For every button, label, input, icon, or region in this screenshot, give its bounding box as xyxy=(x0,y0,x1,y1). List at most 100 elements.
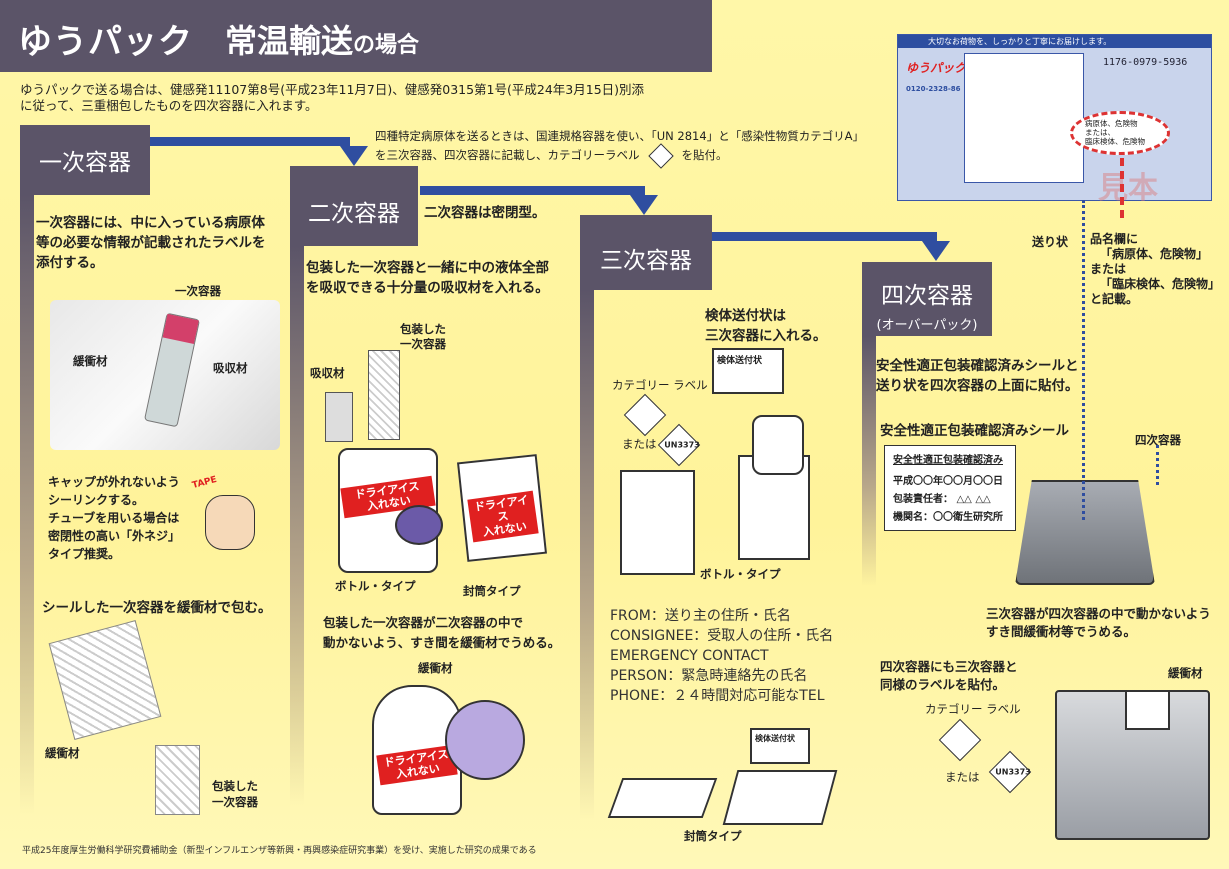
label-line: 包装した xyxy=(400,322,446,336)
instruction-line: 品名欄に xyxy=(1090,232,1139,246)
inner-box-icon xyxy=(1125,690,1170,730)
seal-date: 平成〇〇年〇〇月〇〇日 xyxy=(893,476,1003,487)
primary-desc: 一次容器には、中に入っている病原体 等の必要な情報が記載されたラベルを 添付する… xyxy=(36,213,266,273)
hand-icon xyxy=(205,495,255,550)
footer-credit: 平成25年度厚生労働科学研究費補助金（新型インフルエンザ等新興・再興感染症研究事… xyxy=(22,846,537,856)
label-or: または xyxy=(945,770,980,784)
section-stripe xyxy=(580,290,594,820)
tape-label: TAPE xyxy=(191,474,219,492)
contact-line: PHONE：２４時間対応可能なTEL xyxy=(610,688,825,704)
label-container: 一次容器 xyxy=(175,284,221,298)
label-cushion: 緩衝材 xyxy=(1168,666,1203,680)
section-stripe xyxy=(20,195,34,815)
waybill-image: 大切なお荷物を、しっかりと丁寧にお届けします。 ゆうパック 0120-2328-… xyxy=(897,34,1212,206)
label-line: 一次容器 xyxy=(400,337,446,351)
envelope-box-illustration xyxy=(722,770,838,825)
desc-line: を吸収できる十分量の吸収材を入れる。 xyxy=(306,280,549,296)
seal-person: 包装責任者： △△ △△ xyxy=(893,494,991,505)
label-envelope-type: 封筒タイプ xyxy=(463,584,521,598)
contact-line: EMERGENCY CONTACT xyxy=(610,648,769,664)
title-sub: 常温輸送の場合 xyxy=(225,16,419,62)
instruction-line: と記載。 xyxy=(1090,292,1139,306)
category-label-icon xyxy=(647,142,674,169)
pointer-line xyxy=(1120,158,1124,218)
heading-sub: (オーバーパック) xyxy=(876,318,978,333)
form-label: 検体送付状 xyxy=(755,734,795,743)
note-line: 三次容器が四次容器の中で動かないよう xyxy=(986,606,1211,621)
label-bottle-type: ボトル・タイプ xyxy=(335,579,416,593)
desc-line: 等の必要な情報が記載されたラベルを xyxy=(36,235,266,251)
label-cushion: 緩衝材 xyxy=(45,746,80,760)
waybill-banner: 大切なお荷物を、しっかりと丁寧にお届けします。 xyxy=(898,35,1211,48)
arrow-head xyxy=(340,146,368,166)
label-category: カテゴリー ラベル xyxy=(612,378,708,392)
un3373-label: UN3373 xyxy=(657,423,701,467)
seal-note: シールした一次容器を緩衝材で包む。 xyxy=(42,600,272,616)
note-line: チューブを用いる場合は xyxy=(48,511,180,525)
specimen-form-icon: 検体送付状 xyxy=(750,728,810,764)
item-field-highlight: 病原体、危険物 または、 臨床検体、危険物 xyxy=(1070,111,1170,155)
note-line: タイプ推奨。 xyxy=(48,547,121,561)
label-line: 包装した xyxy=(212,779,258,793)
label-bottle-type: ボトル・タイプ xyxy=(700,567,781,581)
label-cushion: 緩衝材 xyxy=(73,354,108,368)
tertiary-desc: 検体送付状は 三次容器に入れる。 xyxy=(705,306,827,346)
envelope-box-illustration xyxy=(607,778,718,818)
biohazard-label-icon xyxy=(938,718,982,762)
item-line: 臨床検体、危険物 xyxy=(1085,137,1145,146)
note-line: 同様のラベルを貼付。 xyxy=(880,677,1006,692)
desc-line: 三次容器に入れる。 xyxy=(705,328,827,344)
quaternary-desc: 安全性適正包装確認済みシールと 送り状を四次容器の上面に貼付。 xyxy=(876,356,1079,396)
desc-line: 検体送付状は xyxy=(705,308,786,324)
item-line: 病原体、危険物 xyxy=(1085,119,1138,128)
title-suffix: の場合 xyxy=(353,33,420,58)
desc-line: 一次容器には、中に入っている病原体 xyxy=(36,215,265,231)
gap-note: 包装した一次容器が二次容器の中で 動かないよう、すき間を緩衝材でうめる。 xyxy=(323,613,560,653)
waybill-brand: ゆうパック xyxy=(906,61,967,75)
pointer-line xyxy=(1082,200,1085,520)
instruction-line: 「病原体、危険物」 xyxy=(1100,247,1209,261)
section-stripe xyxy=(862,336,876,586)
wrapped-tube-icon xyxy=(368,350,400,440)
section-stripe xyxy=(290,246,304,806)
un-text: UN3373 xyxy=(995,767,1031,777)
heading-text: 四次容器 xyxy=(881,283,973,309)
label-waybill: 送り状 xyxy=(1032,235,1069,249)
heading-primary: 一次容器 xyxy=(20,125,150,195)
seal-org: 機関名：〇〇衛生研究所 xyxy=(893,512,1003,523)
dry-ice-warning: ドライアイス入れない xyxy=(467,490,539,543)
un-note-line: を三次容器、四次容器に記載し、カテゴリーラベル xyxy=(375,148,640,162)
un-note-line: 四種特定病原体を送るときは、国連規格容器を使い、「UN 2814」と「感染性物質… xyxy=(375,129,865,143)
label-note: 四次容器にも三次容器と 同様のラベルを貼付。 xyxy=(880,658,1018,694)
secondary-sealed-note: 二次容器は密閉型。 xyxy=(424,205,546,221)
desc-line: 安全性適正包装確認済みシールと xyxy=(876,358,1079,374)
label-cushion: 緩衝材 xyxy=(418,661,453,675)
absorbent-pad-icon xyxy=(325,392,353,442)
specimen-form-icon: 検体送付状 xyxy=(712,348,784,394)
intro-text: ゆうパックで送る場合は、健感発11107第8号(平成23年11月7日)、健感発0… xyxy=(20,82,644,114)
cap-note: キャップが外れないよう シーリンクする。 チューブを用いる場合は 密閉性の高い「… xyxy=(48,473,180,563)
biohazard-label-icon xyxy=(623,393,667,437)
note-line: すき間緩衝材等でうめる。 xyxy=(986,624,1137,639)
desc-line: 送り状を四次容器の上面に貼付。 xyxy=(876,378,1079,394)
label-or: または xyxy=(622,437,657,451)
seal-title: 安全性適正包装確認済みシール xyxy=(880,423,1069,439)
note-line: 包装した一次容器が二次容器の中で xyxy=(323,615,524,630)
heading-tertiary: 三次容器 xyxy=(580,215,712,290)
un-note-line: を貼付。 xyxy=(681,148,728,162)
instruction-line: 「臨床検体、危険物」 xyxy=(1100,277,1221,291)
label-envelope-type: 封筒タイプ xyxy=(684,829,742,843)
page-header: ゆうパック 常温輸送の場合 xyxy=(0,0,712,72)
arrow-head xyxy=(922,241,950,261)
intro-line: ゆうパックで送る場合は、健感発11107第8号(平成23年11月7日)、健感発0… xyxy=(20,82,645,97)
label-wrapped: 包装した一次容器 xyxy=(400,322,446,352)
seal-heading: 安全性適正包装確認済み xyxy=(893,455,1003,466)
waybill-phone: 0120-2328-86 xyxy=(906,85,961,93)
un3373-label: UN3373 xyxy=(988,750,1032,794)
note-line: シーリンクする。 xyxy=(48,493,145,507)
label-category: カテゴリー ラベル xyxy=(925,702,1021,716)
sample-watermark: 見本 xyxy=(1098,171,1158,206)
flow-arrow xyxy=(150,137,350,146)
heading-secondary: 二次容器 xyxy=(290,166,418,246)
fill-note: 三次容器が四次容器の中で動かないよう すき間緩衝材等でうめる。 xyxy=(986,605,1211,641)
